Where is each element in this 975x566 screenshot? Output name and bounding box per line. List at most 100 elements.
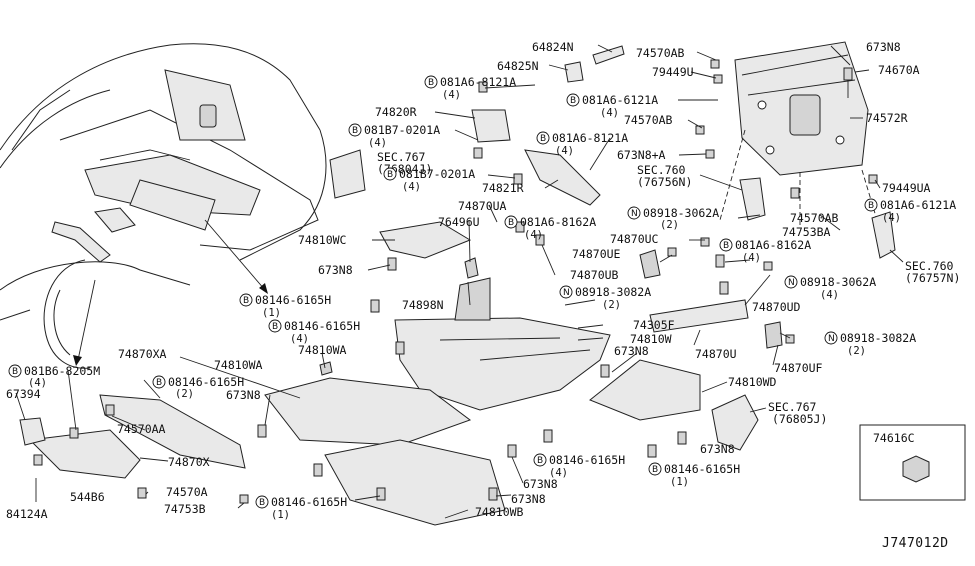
svg-text:N: N: [828, 334, 835, 344]
svg-text:(2): (2): [847, 345, 866, 357]
label-74570ab: 74570AB: [636, 46, 685, 60]
label-08918-3082a-2: 08918-3082A: [840, 331, 916, 345]
undercover-74810wa: [264, 377, 472, 446]
cover-74898n: [454, 277, 491, 321]
label-74870x: 74870X: [168, 455, 210, 469]
label-081a6-8162a-2: 081A6-8162A: [735, 238, 811, 252]
label-64825n: 64825N: [497, 59, 539, 73]
label-74305f: 74305F: [633, 318, 675, 332]
label-74870ue: 74870UE: [572, 247, 621, 261]
label-081a6-8121a-2: 081A6-8121A: [552, 131, 628, 145]
label-081a6-8162a: 081A6-8162A: [520, 215, 596, 229]
label-08146-6165h-3: 08146-6165H: [168, 375, 244, 389]
label-673n8a: 673N8+A: [617, 148, 666, 162]
inset-label-74616c: 74616C: [873, 431, 915, 445]
label-74570ab-2: 74570AB: [624, 113, 673, 127]
fasteners: [33, 59, 878, 504]
svg-text:B: B: [723, 241, 729, 251]
svg-text:B: B: [272, 322, 278, 332]
label-08918-3082a: 08918-3082A: [575, 285, 651, 299]
pointer-arrows: [73, 219, 268, 366]
bracket-sec767: [329, 149, 366, 199]
label-74870ub: 74870UB: [570, 268, 619, 282]
svg-text:(4): (4): [28, 377, 47, 389]
label-74870ua: 74870UA: [458, 199, 507, 213]
svg-text:(4): (4): [549, 467, 568, 479]
svg-text:(4): (4): [600, 107, 619, 119]
svg-text:(4): (4): [742, 252, 761, 264]
label-08146-6165h-2: 08146-6165H: [284, 319, 360, 333]
svg-text:N: N: [788, 278, 795, 288]
label-76805j: (76805J): [772, 412, 827, 426]
svg-text:(4): (4): [555, 145, 574, 157]
bracket-74820r: [471, 109, 511, 143]
label-74670a: 74670A: [878, 63, 920, 77]
label-081b7-0201a: 081B7-0201A: [364, 123, 440, 137]
label-081a6-8121a: 081A6-8121A: [440, 75, 516, 89]
label-08146-6165h: 08146-6165H: [255, 293, 331, 307]
leader-lines: [15, 44, 904, 519]
label-673n8-6: 673N8: [523, 477, 558, 491]
label-08146-6165h-6: 08146-6165H: [271, 495, 347, 509]
label-673n8: 673N8: [866, 40, 901, 54]
label-74870xa: 74870XA: [118, 347, 167, 361]
label-74898n: 74898N: [402, 298, 444, 312]
label-74870u: 74870U: [695, 347, 737, 361]
label-74570ab-3: 74570AB: [790, 211, 839, 225]
svg-text:B: B: [508, 218, 514, 228]
svg-text:B: B: [537, 456, 543, 466]
label-74570a: 74570A: [166, 485, 208, 499]
part-labels: 64824N 74570AB 673N8 64825N 79449U 74670…: [6, 40, 960, 551]
label-08146-6165h-5: 08146-6165H: [664, 462, 740, 476]
label-74810wc: 74810WC: [298, 233, 347, 247]
label-67394: 67394: [6, 387, 41, 401]
svg-text:B: B: [652, 465, 658, 475]
label-74570aa: 74570AA: [117, 422, 166, 436]
svg-text:(2): (2): [660, 219, 679, 231]
label-081a6-6121a-2: 081A6-6121A: [880, 198, 956, 212]
label-79449ua: 79449UA: [882, 181, 931, 195]
svg-text:N: N: [563, 288, 570, 298]
svg-text:(2): (2): [175, 388, 194, 400]
svg-text:B: B: [428, 78, 434, 88]
label-544b6: 544B6: [70, 490, 105, 504]
label-081b6-8205m: 081B6-8205M: [24, 364, 100, 378]
label-74810wa: 74810WA: [298, 343, 347, 357]
bracket-67394: [19, 417, 46, 446]
shield-sec767-76805j: [711, 394, 759, 451]
undercover-74810wb: [324, 439, 506, 526]
svg-text:B: B: [570, 96, 576, 106]
diagram-code: J747012D: [882, 536, 949, 551]
label-sec760: SEC.760: [637, 163, 686, 177]
label-74810w: 74810W: [630, 332, 672, 346]
label-76496u: 76496U: [438, 215, 480, 229]
cover-74810wc: [379, 221, 472, 259]
car-outline: [0, 43, 327, 369]
label-74870uc: 74870UC: [610, 232, 659, 246]
label-08918-3062a: 08918-3062A: [643, 206, 719, 220]
svg-text:(1): (1): [670, 476, 689, 488]
part-64824n: [592, 45, 625, 65]
label-64824n: 64824N: [532, 40, 574, 54]
rail-74870xa: [99, 394, 246, 469]
label-74810wb: 74810WB: [475, 505, 524, 519]
label-74820r: 74820R: [375, 105, 417, 119]
svg-text:B: B: [259, 498, 265, 508]
car-floor-assembly: [51, 69, 261, 263]
svg-text:(4): (4): [820, 289, 839, 301]
part-64825n: [564, 61, 584, 83]
label-08918-3062a-2: 08918-3062A: [800, 275, 876, 289]
svg-text:B: B: [156, 378, 162, 388]
label-673n8-7: 673N8: [511, 492, 546, 506]
label-74810wd: 74810WD: [728, 375, 777, 389]
label-sec760-2: SEC.760: [905, 259, 954, 273]
undercover-74810wd: [589, 359, 701, 421]
svg-text:(4): (4): [442, 89, 461, 101]
label-74870ud: 74870UD: [752, 300, 801, 314]
svg-text:(2): (2): [602, 299, 621, 311]
label-673n8-4: 673N8: [226, 388, 261, 402]
label-74870uf: 74870UF: [774, 361, 823, 375]
bracket-sec760-left: [739, 177, 766, 221]
